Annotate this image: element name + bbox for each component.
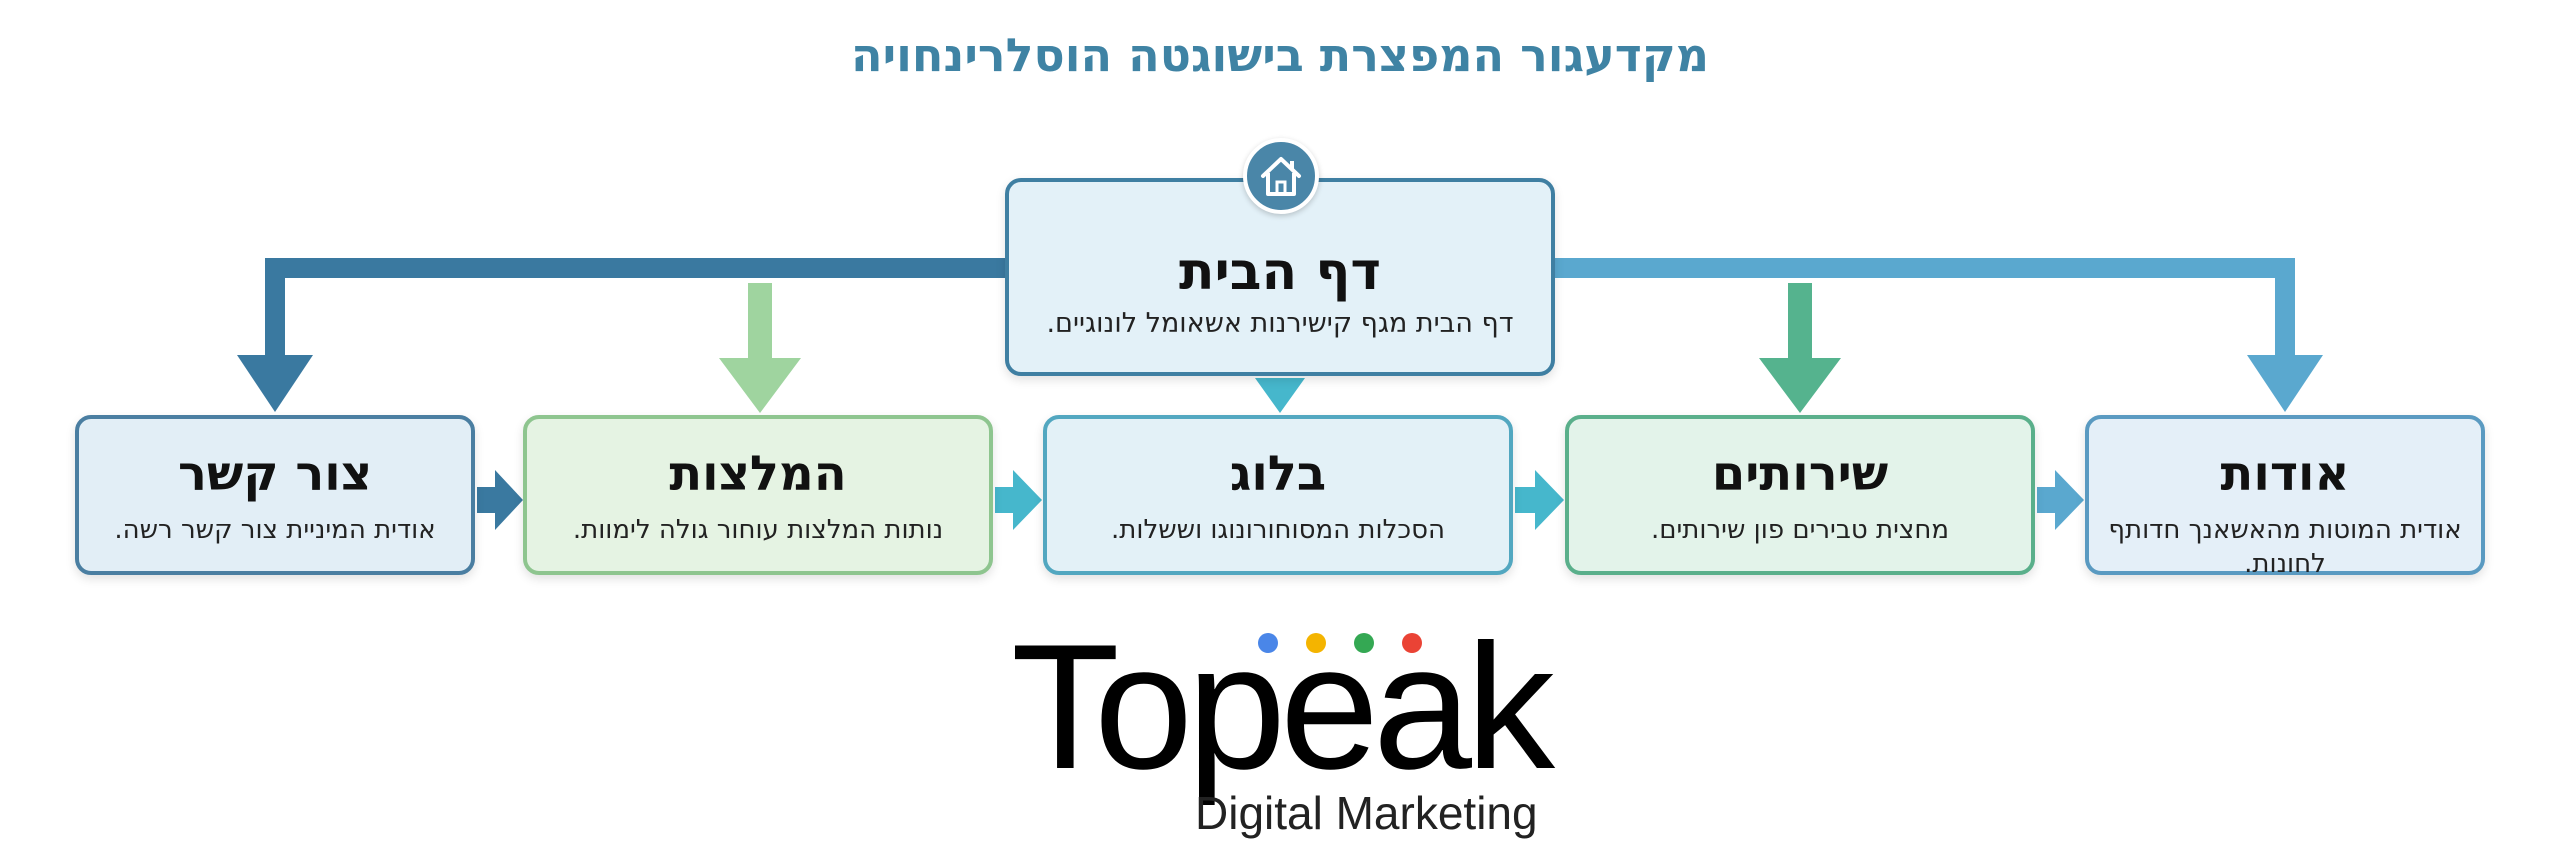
arrow-head-about [2247,355,2323,412]
logo-dot-blue [1258,633,1278,653]
logo-tagline: Digital Marketing [1195,787,1538,839]
node-services: שירותים מחצית טבירים פון שירותים. [1565,415,2035,575]
node-home: דף הבית דף הבית מגף קישירנות אשאומל לונו… [1005,178,1555,376]
node-home-description: דף הבית מגף קישירנות אשאומל לונוגיים. [1046,308,1514,339]
arrow-head-services [1759,358,1841,413]
arrow-home-to-about [1555,258,2295,360]
logo-dot-red [1402,633,1422,653]
node-blog: בלוג הסכלות המסוחורונוגו וששלות. [1043,415,1513,575]
arrow-recommendations-to-contact [477,487,497,513]
arrow-head-chain-4 [2055,470,2084,530]
node-contact: צור קשר אודית המיניית צור קשר רשה. [75,415,475,575]
arrow-head-chain-2 [1013,470,1042,530]
node-blog-description: הסכלות המסוחורונוגו וששלות. [1111,515,1445,545]
node-about-description: אודית המוטות מהאשאנך חדותף לחונות. [2108,515,2462,579]
logo-dot-yellow [1306,633,1326,653]
node-contact-description: אודית המיניית צור קשר רשה. [114,515,436,545]
node-recommendations-title: המלצות [669,446,847,502]
node-about: אודות אודית המוטות מהאשאנך חדותף לחונות. [2085,415,2485,579]
house-icon [1243,138,1319,214]
arrow-home-to-contact [265,258,1005,360]
node-blog-title: בלוג [1229,446,1327,502]
logo-wordmark: Topeak [1011,607,1555,806]
logo-dot-green [1354,633,1374,653]
node-services-title: שירותים [1711,446,1889,502]
arrow-home-to-recommendations [748,283,772,363]
arrow-head-recommendations [719,358,801,413]
arrow-blog-to-recommendations [995,487,1015,513]
arrow-services-to-blog [1515,487,1537,513]
arrow-about-to-services [2037,487,2057,513]
node-home-title: דף הבית [1178,242,1382,302]
diagram-title: מקדעגור המפצרת בישוגטה הוסלרינחויה [851,28,1709,82]
arrow-home-to-blog [1255,378,1305,413]
node-recommendations: המלצות נותות המלצות עוחור גולה לימוות. [523,415,993,575]
arrow-head-contact [237,355,313,412]
node-recommendations-description: נותות המלצות עוחור גולה לימוות. [572,515,944,545]
node-contact-title: צור קשר [177,446,373,502]
node-services-description: מחצית טבירים פון שירותים. [1650,515,1950,545]
arrow-home-to-services [1788,283,1812,363]
arrow-head-chain-1 [495,470,523,530]
arrow-head-chain-3 [1535,470,1564,530]
node-about-title: אודות [2220,446,2350,502]
